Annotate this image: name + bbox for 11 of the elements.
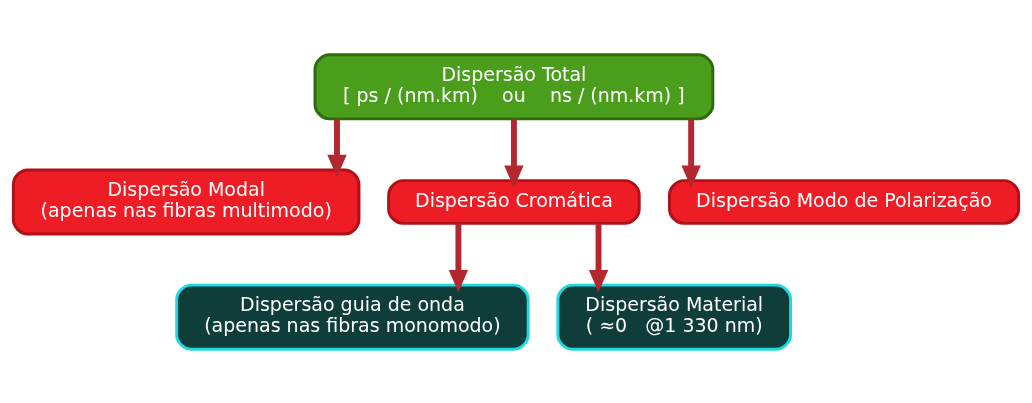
node-box: Dispersão Total [ ps / (nm.km) ou ns / (nm.km) ] — [313, 52, 715, 120]
node-box: Dispersão Modo de Polarização — [668, 178, 1021, 225]
node-box: Dispersão guia de onda (apenas nas fibras monomodo) — [175, 283, 530, 351]
node-box: Dispersão Modal (apenas nas fibras multimodo) — [11, 167, 361, 236]
node-box: Dispersão Cromática — [387, 178, 641, 225]
arrow — [681, 118, 701, 188]
arrow — [327, 118, 347, 177]
node-box: Dispersão Material ( ≈0 @1 330 nm) — [556, 283, 793, 351]
arrow — [588, 223, 609, 292]
arrow — [448, 223, 469, 292]
arrow — [504, 118, 524, 188]
